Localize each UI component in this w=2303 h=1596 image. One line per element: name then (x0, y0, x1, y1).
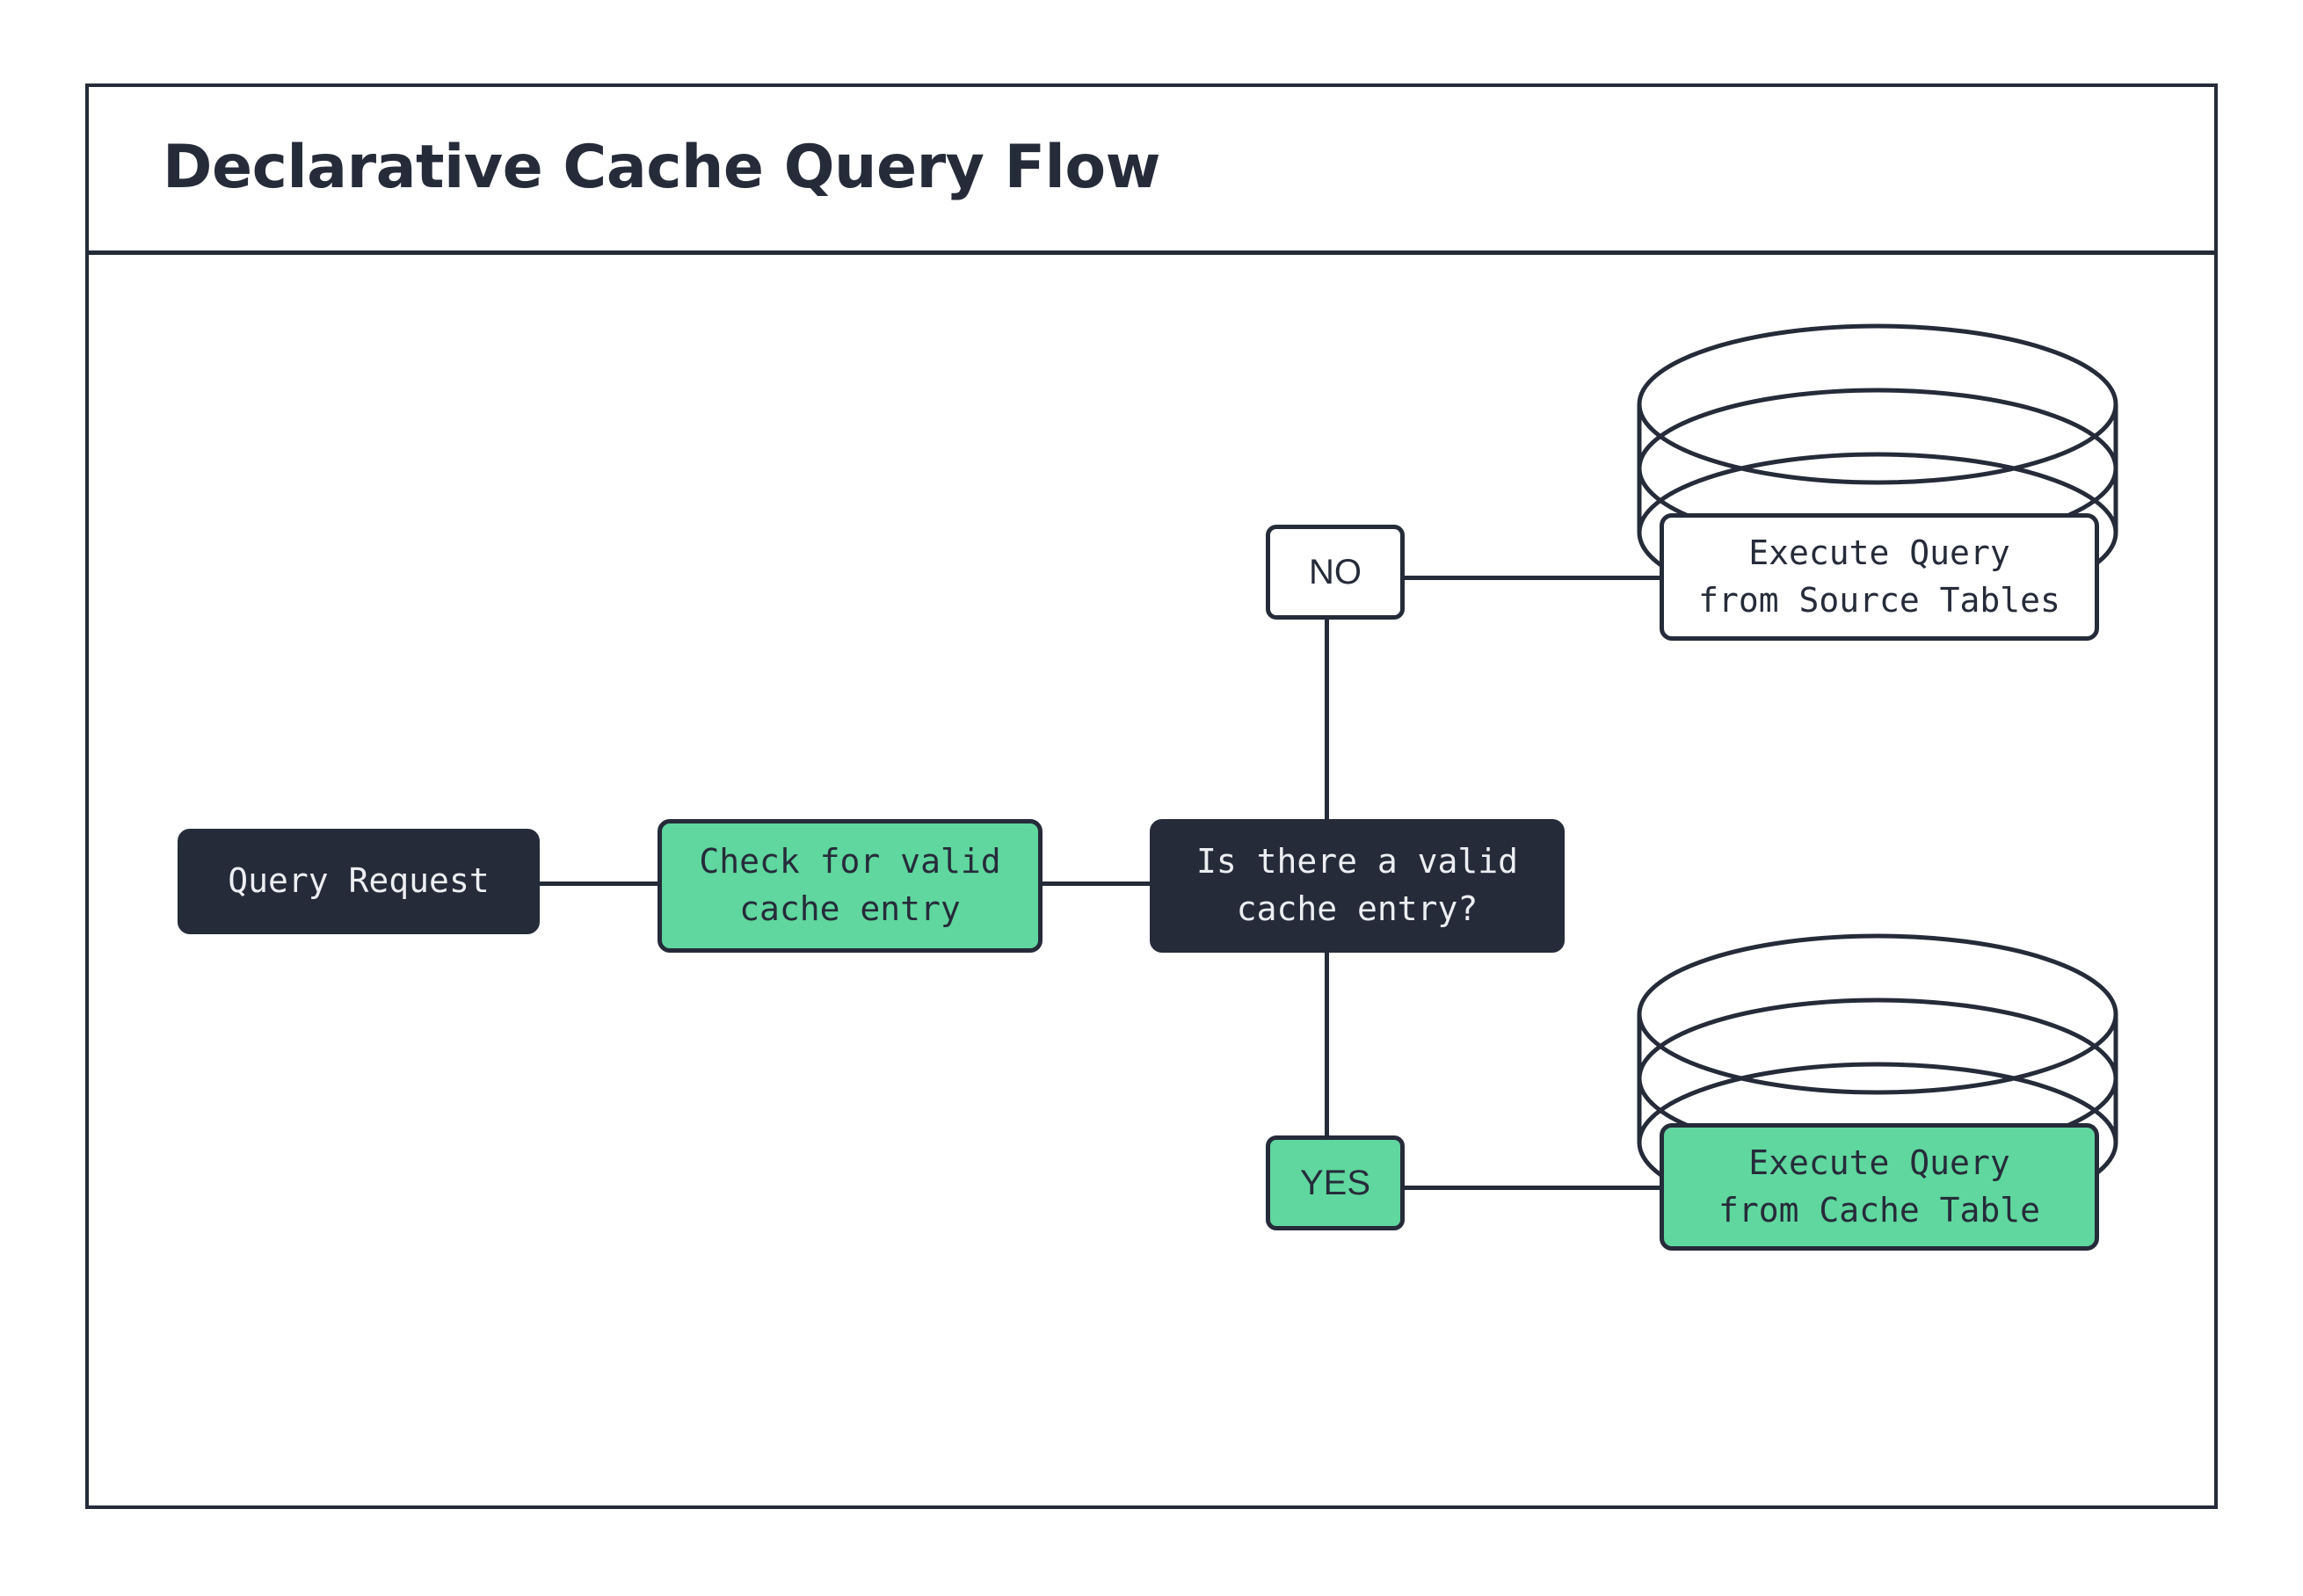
diagram-frame (85, 83, 2218, 1509)
node-branch-yes[interactable]: YES (1266, 1135, 1405, 1230)
diagram-header: Declarative Cache Query Flow (85, 83, 2218, 255)
node-query-request[interactable]: Query Request (178, 829, 540, 934)
node-execute-from-source-tables[interactable]: Execute Query from Source Tables (1660, 513, 2099, 641)
edge-decision-to-no (1325, 613, 1329, 833)
node-decision[interactable]: Is there a valid cache entry? (1150, 819, 1565, 953)
edge-query-request-to-check-cache (538, 881, 661, 886)
edge-decision-to-yes (1325, 932, 1329, 1156)
node-execute-from-cache-table[interactable]: Execute Query from Cache Table (1660, 1123, 2099, 1251)
edge-check-cache-to-decision (1030, 881, 1153, 886)
edge-yes-to-cache-database (1399, 1186, 1663, 1190)
edge-no-to-source-database (1399, 576, 1663, 580)
node-check-cache[interactable]: Check for valid cache entry (657, 819, 1043, 953)
node-branch-no[interactable]: NO (1266, 525, 1405, 620)
page-title: Declarative Cache Query Flow (163, 132, 1160, 202)
